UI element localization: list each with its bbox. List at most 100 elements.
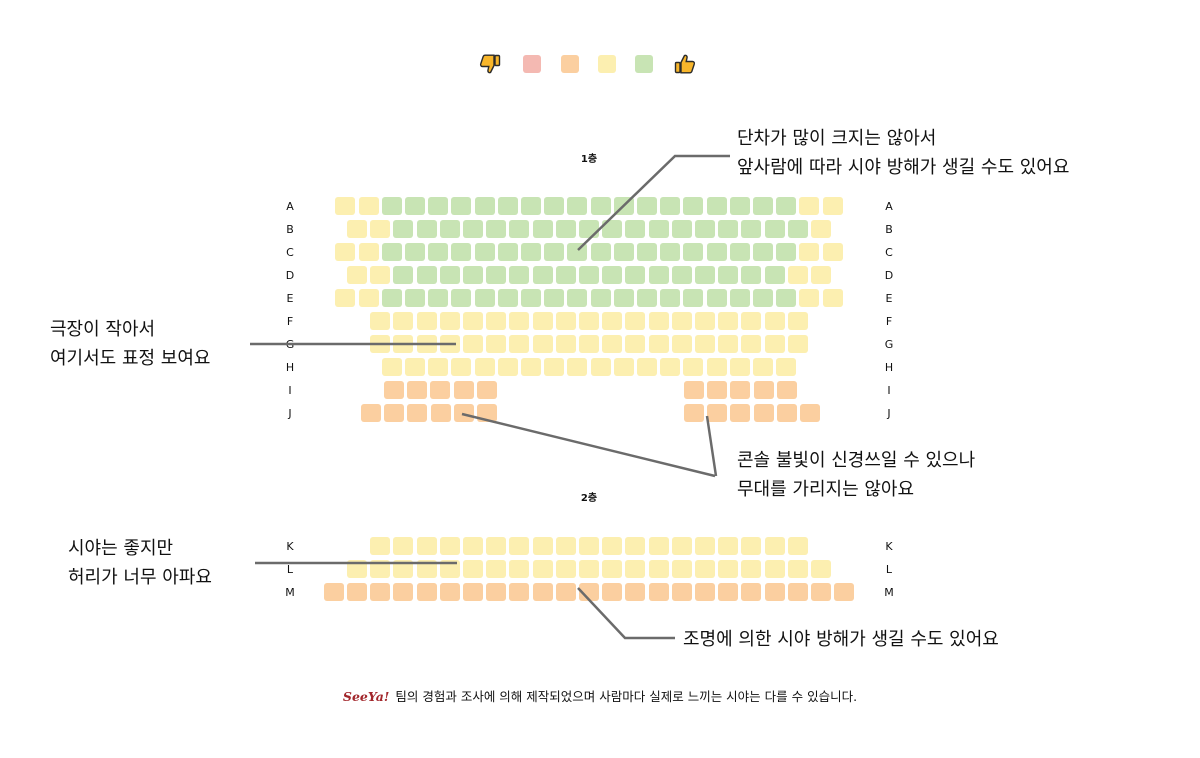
seat[interactable] bbox=[439, 537, 460, 555]
seat[interactable] bbox=[532, 560, 553, 578]
seat[interactable] bbox=[347, 220, 367, 238]
seat[interactable] bbox=[428, 243, 449, 261]
seat[interactable] bbox=[613, 243, 634, 261]
seat[interactable] bbox=[625, 220, 646, 238]
seat[interactable] bbox=[695, 220, 715, 238]
seat[interactable] bbox=[729, 197, 750, 215]
seat[interactable] bbox=[393, 560, 414, 578]
seat[interactable] bbox=[486, 266, 507, 284]
seat[interactable] bbox=[683, 358, 704, 376]
seat[interactable] bbox=[416, 266, 437, 284]
seat[interactable] bbox=[463, 266, 483, 284]
seat[interactable] bbox=[660, 197, 681, 215]
seat[interactable] bbox=[486, 583, 507, 601]
seat[interactable] bbox=[753, 404, 774, 422]
seat[interactable] bbox=[474, 197, 495, 215]
seat[interactable] bbox=[463, 583, 483, 601]
seat[interactable] bbox=[799, 289, 820, 307]
seat[interactable] bbox=[741, 312, 762, 330]
seat[interactable] bbox=[764, 335, 785, 353]
seat[interactable] bbox=[486, 537, 507, 555]
seat[interactable] bbox=[521, 358, 541, 376]
seat[interactable] bbox=[407, 404, 428, 422]
seat[interactable] bbox=[764, 312, 785, 330]
seat[interactable] bbox=[532, 266, 553, 284]
seat[interactable] bbox=[776, 381, 797, 399]
seat[interactable] bbox=[381, 358, 402, 376]
seat[interactable] bbox=[613, 289, 634, 307]
seat[interactable] bbox=[323, 583, 344, 601]
seat[interactable] bbox=[637, 289, 657, 307]
seat[interactable] bbox=[695, 583, 715, 601]
seat[interactable] bbox=[834, 583, 855, 601]
seat[interactable] bbox=[347, 266, 367, 284]
seat[interactable] bbox=[579, 560, 599, 578]
seat[interactable] bbox=[544, 358, 565, 376]
seat[interactable] bbox=[451, 243, 472, 261]
seat[interactable] bbox=[764, 537, 785, 555]
seat[interactable] bbox=[509, 266, 530, 284]
seat[interactable] bbox=[439, 266, 460, 284]
seat[interactable] bbox=[384, 381, 404, 399]
seat[interactable] bbox=[405, 289, 425, 307]
seat[interactable] bbox=[384, 404, 405, 422]
seat[interactable] bbox=[509, 220, 530, 238]
seat[interactable] bbox=[822, 289, 843, 307]
seat[interactable] bbox=[613, 358, 634, 376]
seat[interactable] bbox=[602, 335, 623, 353]
seat[interactable] bbox=[393, 220, 414, 238]
seat[interactable] bbox=[335, 289, 356, 307]
seat[interactable] bbox=[776, 197, 797, 215]
seat[interactable] bbox=[439, 560, 460, 578]
seat[interactable] bbox=[347, 583, 367, 601]
seat[interactable] bbox=[787, 537, 808, 555]
seat[interactable] bbox=[509, 335, 530, 353]
seat[interactable] bbox=[637, 358, 657, 376]
seat[interactable] bbox=[648, 583, 669, 601]
seat[interactable] bbox=[764, 583, 785, 601]
seat[interactable] bbox=[741, 266, 762, 284]
seat[interactable] bbox=[706, 358, 727, 376]
seat[interactable] bbox=[451, 358, 472, 376]
seat[interactable] bbox=[453, 404, 474, 422]
seat[interactable] bbox=[439, 220, 460, 238]
seat[interactable] bbox=[718, 537, 739, 555]
seat[interactable] bbox=[602, 266, 623, 284]
seat[interactable] bbox=[787, 312, 808, 330]
seat[interactable] bbox=[486, 560, 507, 578]
seat[interactable] bbox=[579, 266, 599, 284]
seat[interactable] bbox=[579, 537, 599, 555]
seat[interactable] bbox=[474, 289, 495, 307]
seat[interactable] bbox=[695, 266, 715, 284]
seat[interactable] bbox=[393, 266, 414, 284]
seat[interactable] bbox=[451, 197, 472, 215]
seat[interactable] bbox=[637, 243, 657, 261]
seat[interactable] bbox=[648, 335, 669, 353]
seat[interactable] bbox=[590, 358, 611, 376]
seat[interactable] bbox=[648, 266, 669, 284]
seat[interactable] bbox=[497, 358, 518, 376]
seat[interactable] bbox=[753, 289, 773, 307]
seat[interactable] bbox=[509, 312, 530, 330]
seat[interactable] bbox=[370, 583, 391, 601]
seat[interactable] bbox=[370, 266, 391, 284]
seat[interactable] bbox=[381, 289, 402, 307]
seat[interactable] bbox=[602, 220, 623, 238]
seat[interactable] bbox=[625, 583, 646, 601]
seat[interactable] bbox=[463, 537, 483, 555]
seat[interactable] bbox=[405, 358, 425, 376]
seat[interactable] bbox=[430, 404, 451, 422]
seat[interactable] bbox=[800, 404, 820, 422]
seat[interactable] bbox=[335, 243, 356, 261]
seat[interactable] bbox=[730, 404, 751, 422]
seat[interactable] bbox=[683, 243, 704, 261]
seat[interactable] bbox=[416, 537, 437, 555]
seat[interactable] bbox=[381, 243, 402, 261]
seat[interactable] bbox=[706, 243, 727, 261]
seat[interactable] bbox=[718, 335, 739, 353]
seat[interactable] bbox=[660, 358, 681, 376]
seat[interactable] bbox=[335, 197, 356, 215]
seat[interactable] bbox=[822, 243, 843, 261]
seat[interactable] bbox=[753, 243, 773, 261]
seat[interactable] bbox=[660, 289, 681, 307]
